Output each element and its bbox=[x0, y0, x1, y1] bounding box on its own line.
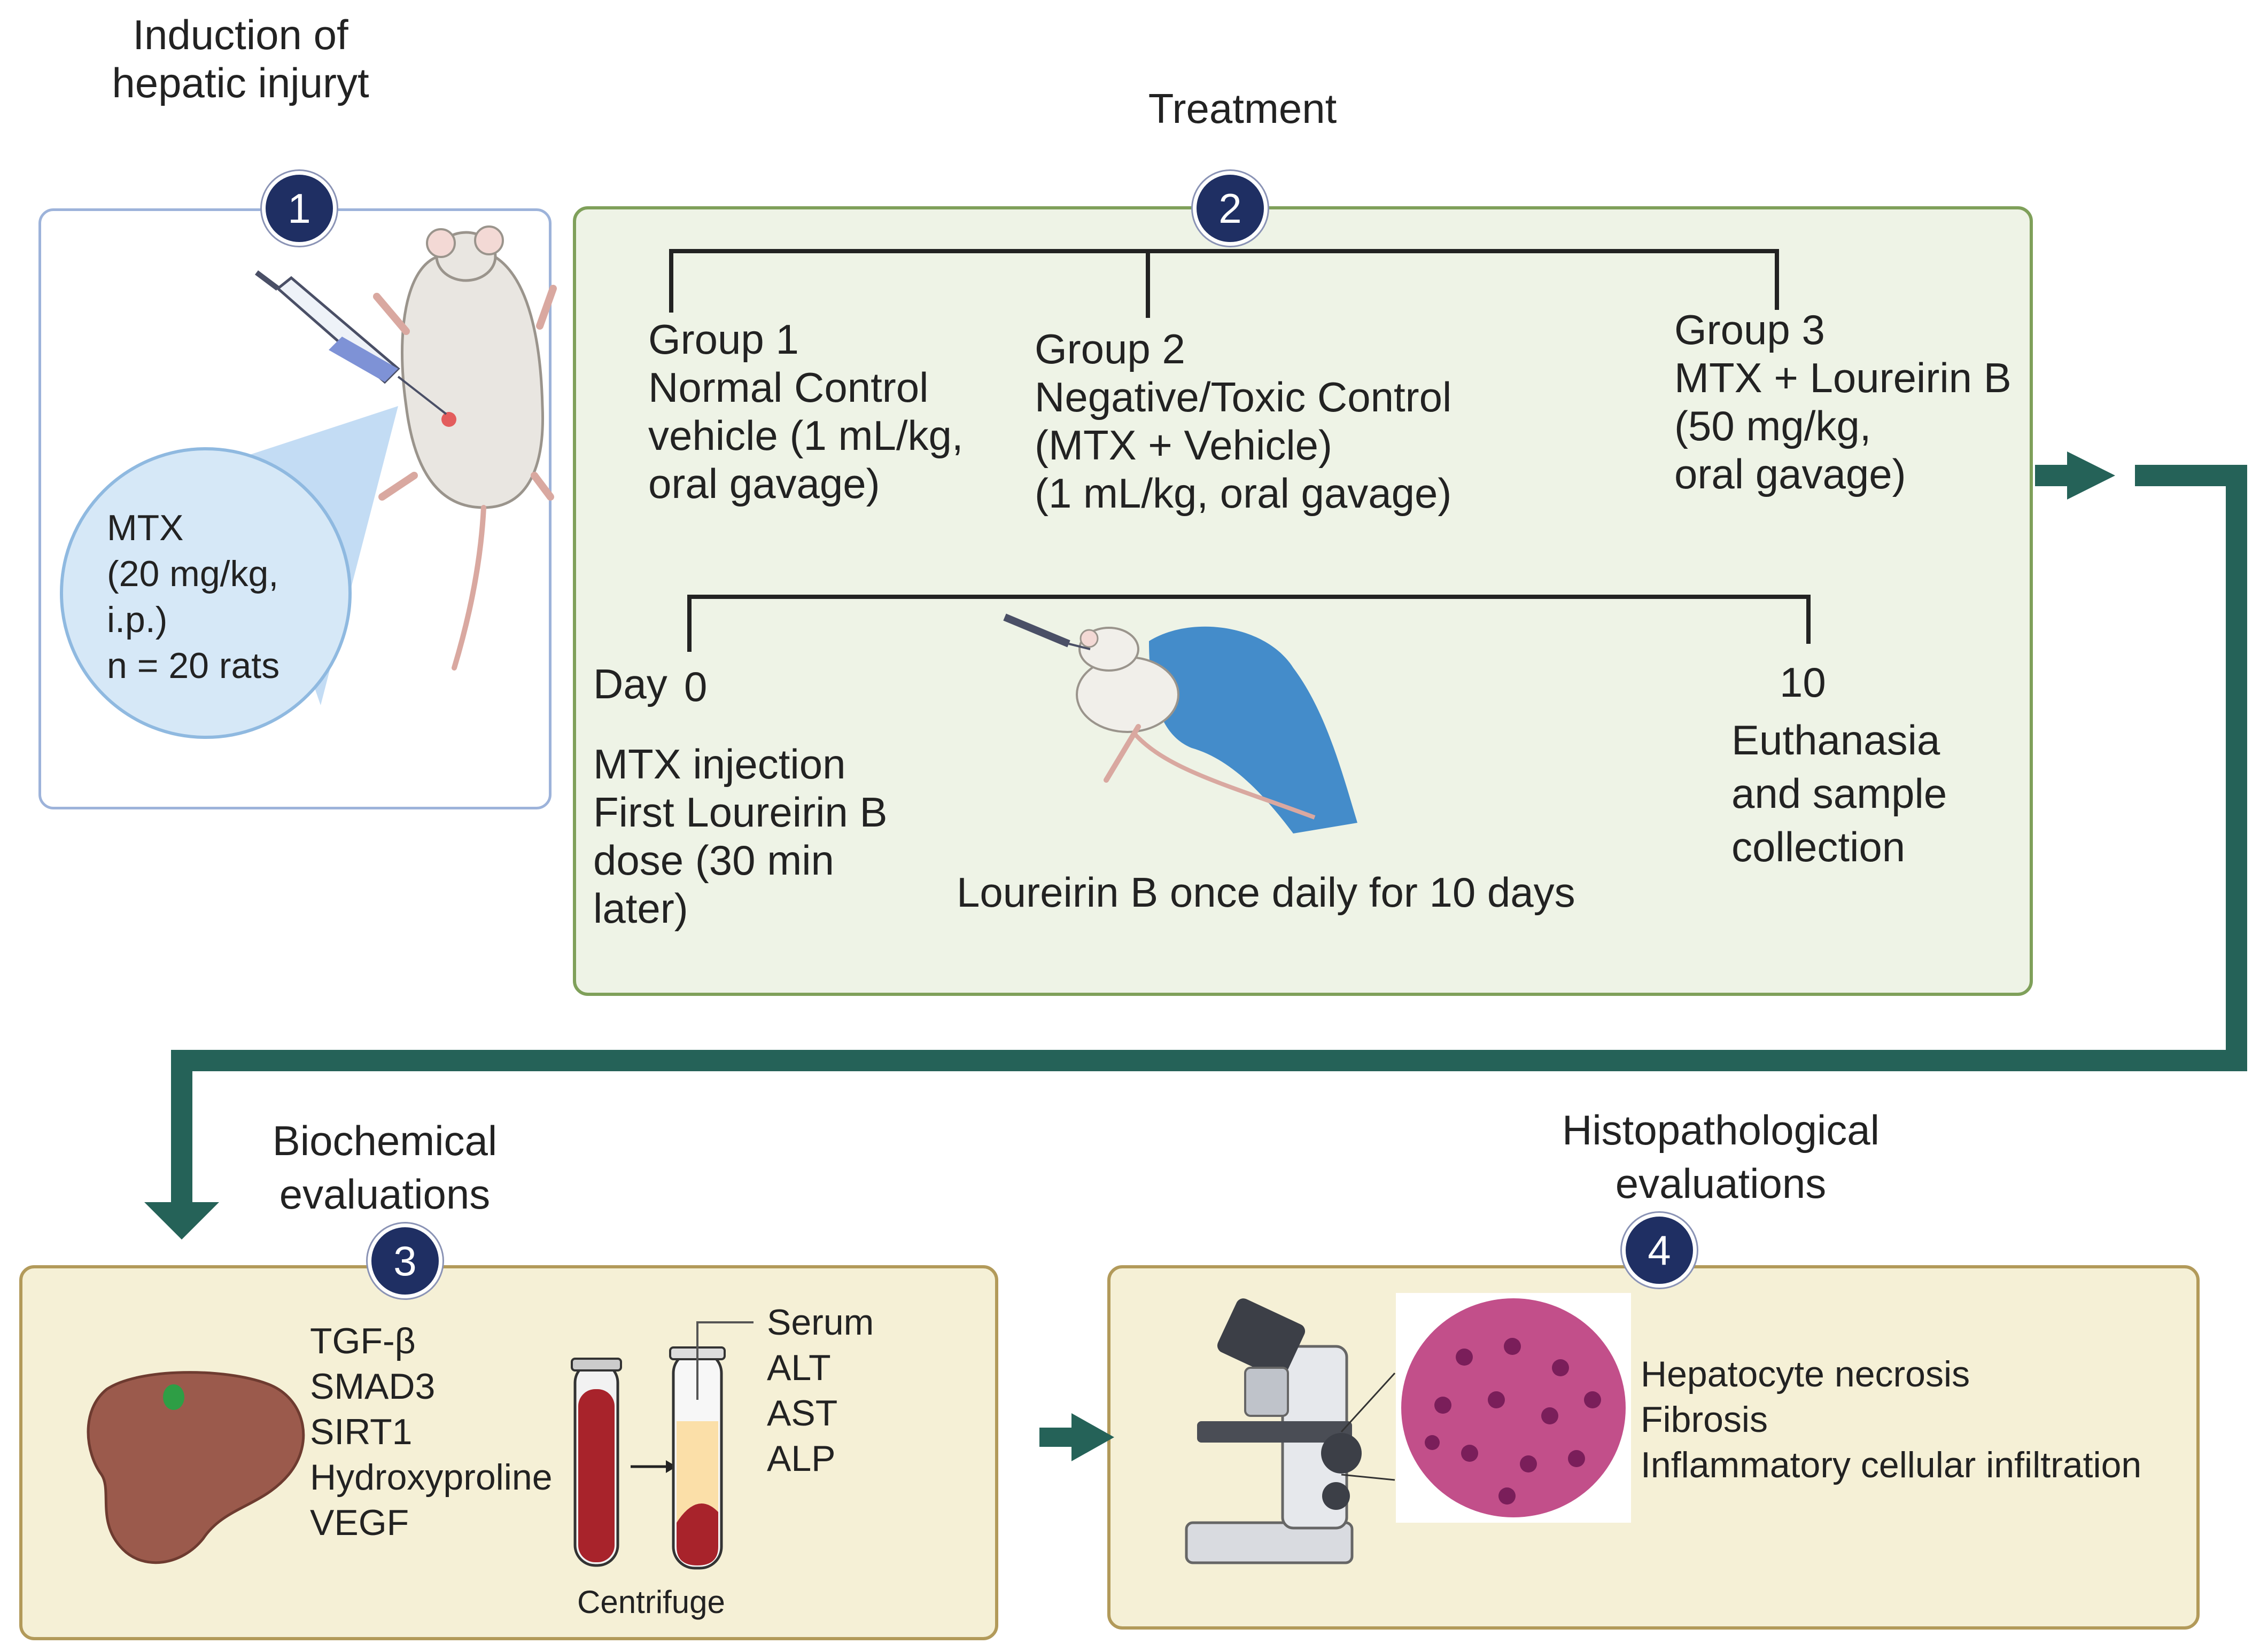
dosing-schedule-text: Loureirin B once daily for 10 days bbox=[957, 869, 1575, 916]
arrow-step3-to-4-icon bbox=[1039, 1413, 1114, 1461]
tissue-marker: SMAD3 bbox=[310, 1366, 436, 1407]
start-event-line: First Loureirin B bbox=[593, 789, 888, 836]
centrifuge-label: Centrifuge bbox=[577, 1584, 725, 1620]
timeline-start-day: 0 bbox=[684, 663, 708, 710]
start-event-line: MTX injection bbox=[593, 741, 846, 788]
group3-line: oral gavage) bbox=[1674, 450, 1906, 497]
step4-badge: 4 bbox=[1622, 1213, 1697, 1288]
step4-title-line: evaluations bbox=[1615, 1160, 1827, 1207]
group2-line: Negative/Toxic Control bbox=[1035, 373, 1452, 420]
arrow-step2-right-icon bbox=[2035, 451, 2115, 500]
group3-line: MTX + Loureirin B bbox=[1674, 354, 2012, 401]
timeline-line bbox=[687, 595, 1811, 652]
group1-line: oral gavage) bbox=[648, 460, 880, 507]
tissue-marker: Hydroxyproline bbox=[310, 1457, 553, 1498]
step1-title: Induction of hepatic injuryt bbox=[80, 11, 401, 107]
serum-tube-icon bbox=[669, 1321, 754, 1570]
start-events-text: MTX injection First Loureirin B dose (30… bbox=[593, 740, 888, 932]
histology-finding: Hepatocyte necrosis bbox=[1641, 1354, 1970, 1394]
timeline-day-label: Day bbox=[593, 660, 667, 707]
serum-marker: ALT bbox=[767, 1347, 831, 1388]
start-event-line: dose (30 min bbox=[593, 837, 834, 884]
rat-icon bbox=[373, 225, 557, 671]
liver-icon bbox=[87, 1371, 305, 1564]
step2-badge: 2 bbox=[1193, 171, 1268, 246]
end-event-line: Euthanasia bbox=[1731, 716, 1940, 763]
step3-title: Biochemical evaluations bbox=[224, 1114, 545, 1221]
mtx-dose-line: (20 mg/kg, bbox=[107, 554, 279, 594]
mtx-dose-line: MTX bbox=[107, 508, 184, 548]
serum-marker: AST bbox=[767, 1393, 838, 1433]
step3-badge: 3 bbox=[368, 1224, 442, 1298]
tissue-marker: TGF-β bbox=[310, 1321, 416, 1361]
histology-tissue-icon bbox=[1396, 1293, 1631, 1523]
end-event-line: and sample bbox=[1731, 770, 1947, 817]
end-events-text: Euthanasia and sample collection bbox=[1731, 713, 1947, 874]
start-event-line: later) bbox=[593, 885, 688, 932]
histology-finding: Fibrosis bbox=[1641, 1399, 1768, 1440]
blood-tube-icon bbox=[571, 1358, 622, 1567]
step4-title-line: Histopathological bbox=[1562, 1106, 1880, 1154]
group2-text: Group 2 Negative/Toxic Control (MTX + Ve… bbox=[1035, 325, 1451, 517]
serum-marker: ALP bbox=[767, 1438, 836, 1479]
callout-bubble bbox=[60, 447, 352, 739]
step1-badge: 1 bbox=[262, 171, 337, 246]
group2-line: Group 2 bbox=[1035, 325, 1185, 372]
histology-finding: Inflammatory cellular infiltration bbox=[1641, 1445, 2142, 1485]
group3-text: Group 3 MTX + Loureirin B (50 mg/kg, ora… bbox=[1674, 306, 2012, 498]
group-bracket bbox=[669, 249, 1779, 318]
tissue-marker: VEGF bbox=[310, 1502, 409, 1543]
mtx-dose-line: i.p.) bbox=[107, 599, 168, 640]
serum-label: Serum bbox=[767, 1302, 874, 1343]
microscope-icon bbox=[1185, 1298, 1396, 1564]
step3-title-line: evaluations bbox=[279, 1171, 491, 1218]
step2-title: Treatment bbox=[1148, 85, 1337, 132]
group3-line: Group 3 bbox=[1674, 306, 1825, 353]
step1-title-line: hepatic injuryt bbox=[112, 59, 369, 106]
group1-text: Group 1 Normal Control vehicle (1 mL/kg,… bbox=[648, 315, 964, 508]
group1-line: vehicle (1 mL/kg, bbox=[648, 412, 964, 459]
step4-title: Histopathological evaluations bbox=[1507, 1103, 1935, 1210]
histology-findings-list: Hepatocyte necrosis Fibrosis Inflammator… bbox=[1641, 1352, 2141, 1488]
end-event-line: collection bbox=[1731, 823, 1906, 870]
group2-line: (MTX + Vehicle) bbox=[1035, 422, 1333, 469]
serum-markers-list: ALT AST ALP bbox=[767, 1345, 837, 1482]
oral-gavage-icon bbox=[1003, 613, 1357, 833]
timeline-end-day: 10 bbox=[1780, 659, 1826, 706]
tissue-markers-list: TGF-β SMAD3 SIRT1 Hydroxyproline VEGF bbox=[310, 1319, 553, 1546]
flow-arrows bbox=[144, 451, 2247, 1461]
step2-box bbox=[573, 206, 2033, 996]
group2-line: (1 mL/kg, oral gavage) bbox=[1035, 470, 1452, 517]
group1-line: Group 1 bbox=[648, 316, 799, 363]
mtx-dose-line: n = 20 rats bbox=[107, 645, 280, 686]
group3-line: (50 mg/kg, bbox=[1674, 402, 1871, 449]
mtx-dose-text: MTX (20 mg/kg, i.p.) n = 20 rats bbox=[107, 505, 279, 689]
step1-title-line: Induction of bbox=[133, 11, 348, 58]
tissue-marker: SIRT1 bbox=[310, 1412, 413, 1452]
step3-title-line: Biochemical bbox=[272, 1117, 498, 1164]
group1-line: Normal Control bbox=[648, 364, 929, 411]
syringe-icon bbox=[255, 270, 447, 415]
